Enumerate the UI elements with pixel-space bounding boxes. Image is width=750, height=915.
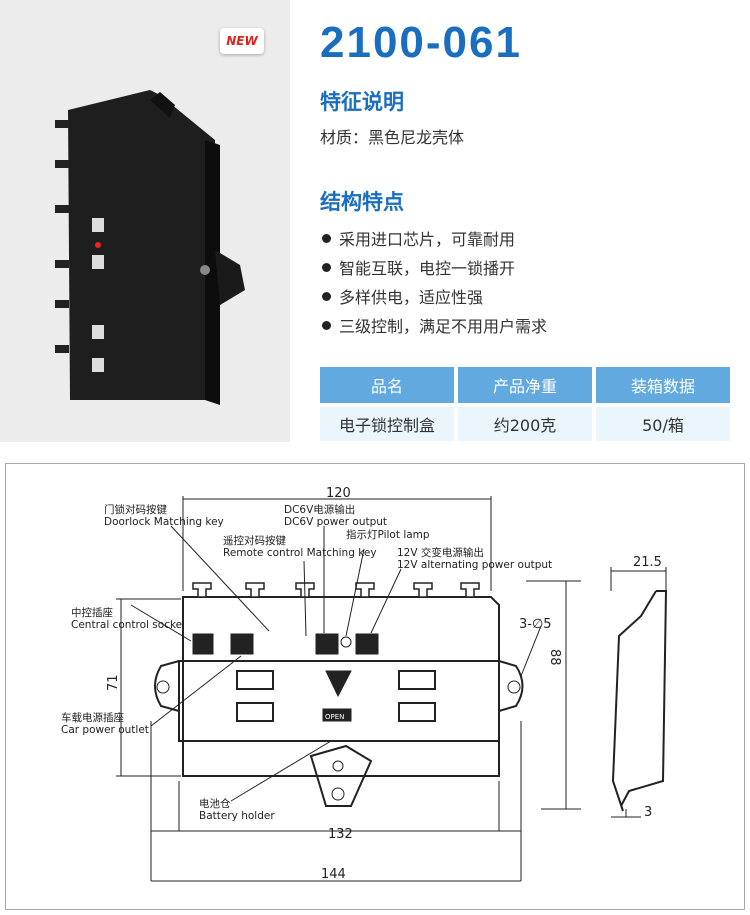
bullet-item: 采用进口芯片，可靠耐用 (322, 226, 515, 250)
cell-weight: 约200克 (458, 403, 592, 441)
material-text: 材质：黑色尼龙壳体 (320, 128, 465, 147)
label-car-cn: 车载电源插座 (61, 711, 124, 724)
model-number: 2100-061 (320, 18, 522, 67)
label-dc6v-en: DC6V power output (284, 516, 387, 528)
product-photo (55, 90, 245, 405)
dim-71: 71 (106, 674, 121, 691)
label-remote-en: Remote control Matching key (223, 547, 377, 559)
dim-144: 144 (321, 867, 346, 882)
dim-3: 3 (644, 805, 652, 820)
bullet-item: 多样供电，适应性强 (322, 284, 483, 308)
header-name: 品名 (320, 367, 454, 403)
label-car-en: Car power outlet (61, 724, 149, 736)
label-alt-cn: 12V 交变电源输出 (397, 546, 484, 559)
label-pilot: 指示灯Pilot lamp (346, 528, 430, 541)
label-battery-en: Battery holder (199, 810, 275, 822)
dim-holes: 3-∅5 (519, 617, 552, 632)
label-central-cn: 中控插座 (71, 606, 113, 619)
cell-packing: 50/箱 (596, 403, 730, 441)
technical-drawing: 120 132 144 71 88 3-∅5 21.5 3 门锁对码按键 Doo… (5, 463, 745, 910)
label-open: OPEN (325, 713, 344, 721)
bullet-item: 智能互联，电控一锁播开 (322, 255, 515, 279)
bullet-item: 三级控制，满足不用用户需求 (322, 313, 547, 337)
label-remote-cn: 遥控对码按键 (223, 534, 286, 547)
dim-21-5: 21.5 (633, 555, 662, 570)
dim-120: 120 (326, 486, 351, 501)
label-doorlock-en: Doorlock Matching key (104, 516, 224, 528)
label-doorlock-cn: 门锁对码按键 (104, 503, 167, 516)
label-battery-cn: 电池仓 (199, 797, 231, 810)
header-weight: 产品净重 (458, 367, 592, 403)
label-dc6v-cn: DC6V电源输出 (284, 503, 355, 516)
dim-132: 132 (328, 827, 353, 842)
label-alt-en: 12V alternating power output (397, 559, 552, 571)
features-heading: 特征说明 (320, 90, 404, 114)
cell-name: 电子锁控制盒 (320, 403, 454, 441)
label-central-en: Central control socke (71, 619, 182, 631)
header-packing: 装箱数据 (596, 367, 730, 403)
dim-88: 88 (547, 649, 562, 666)
product-image-panel: NEW (0, 0, 290, 442)
new-badge: NEW (220, 28, 264, 54)
structure-heading: 结构特点 (320, 190, 404, 214)
